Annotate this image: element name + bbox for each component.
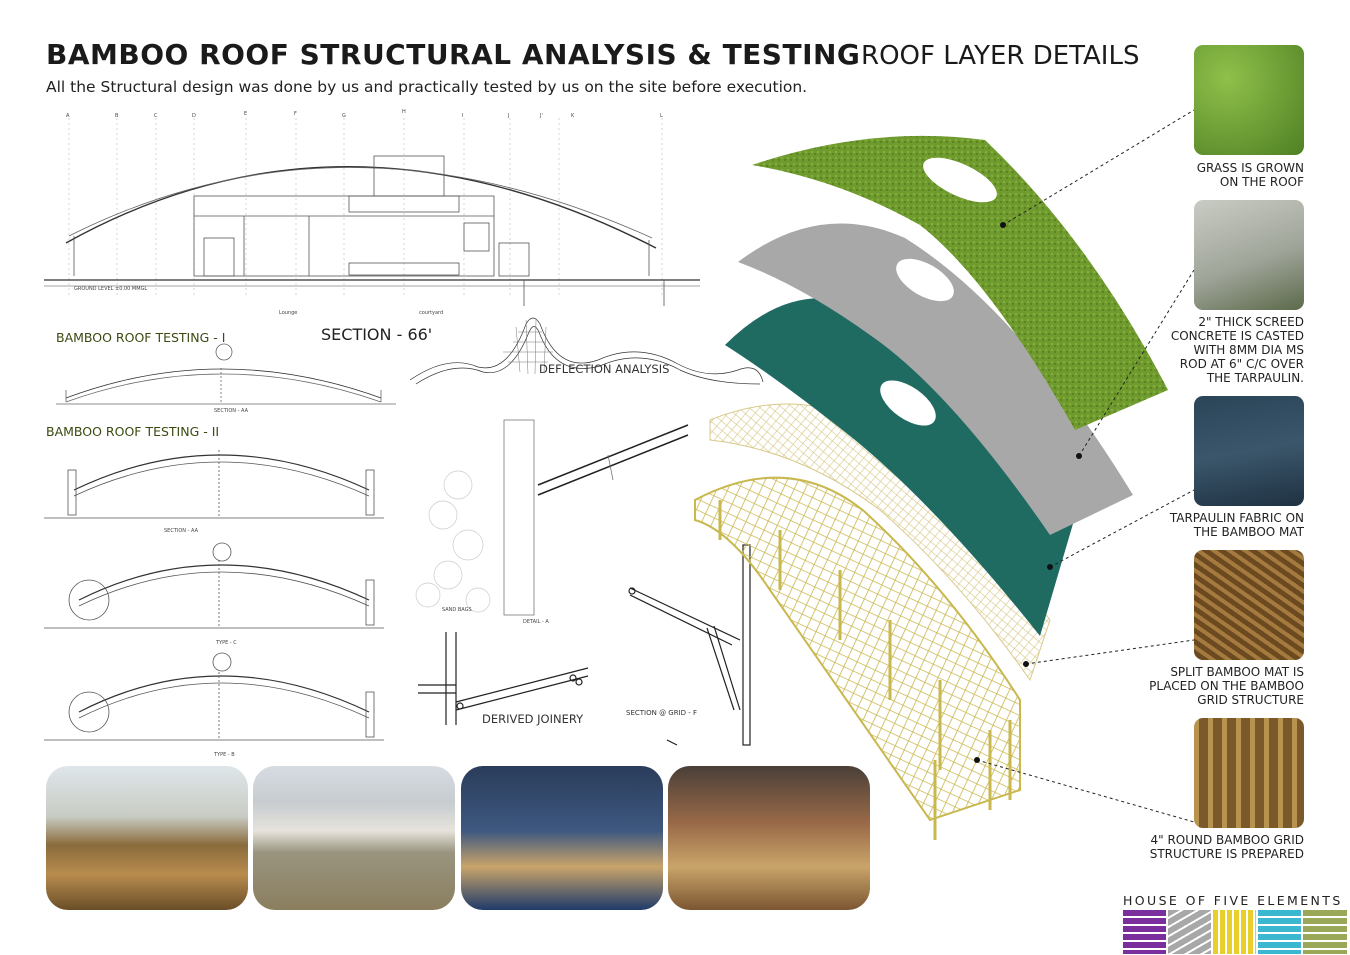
grid-letter: A — [66, 113, 70, 119]
grid-letter: J — [507, 113, 509, 119]
grass-layer — [752, 135, 1168, 430]
grid-letter: C — [154, 113, 158, 119]
bamboo-grid-photo — [1194, 718, 1304, 828]
sand-bags-label: SAND BAGS — [442, 607, 472, 613]
grid-letter: L — [660, 113, 663, 119]
ground-level-label: GROUND LEVEL ±0.00 MMGL — [74, 286, 147, 292]
bamboo-mat-photo — [1194, 550, 1304, 660]
brand-name: HOUSE OF FIVE ELEMENTS — [1123, 893, 1343, 908]
grid-letter: F — [294, 111, 297, 117]
brand-swatch-green — [1303, 910, 1347, 954]
brand-swatch-yellow — [1213, 910, 1256, 954]
grass-photo — [1194, 45, 1304, 155]
grid-letter: E — [244, 111, 247, 117]
joinery-label: DERIVED JOINERY — [482, 712, 584, 726]
section-grid-label: SECTION @ GRID - F — [626, 709, 698, 717]
grid-letter: K — [571, 113, 575, 119]
site-photo-measurement — [668, 766, 870, 910]
section-aa-label: SECTION - AA — [214, 408, 249, 414]
screed-concrete-photo — [1194, 200, 1304, 310]
brand-swatch-grey — [1168, 910, 1211, 954]
grid-letter: G — [342, 113, 346, 119]
grid-letter: H — [402, 109, 406, 115]
testing-1-drawing: SECTION - AA — [56, 343, 396, 414]
site-photo-bamboo-frame — [46, 766, 248, 910]
type-c-label: TYPE - C — [215, 640, 237, 646]
section-label: SECTION - 66' — [321, 325, 433, 344]
exploded-roof-layers — [694, 135, 1168, 840]
courtyard-label: courtyard — [419, 310, 443, 316]
tarpaulin-photo — [1194, 396, 1304, 506]
detail-a-drawing: DETAIL - A SAND BAGS — [415, 419, 689, 625]
testing-1-label: BAMBOO ROOF TESTING - I — [56, 330, 226, 345]
deflection-analysis-mesh — [409, 317, 764, 385]
section-elevation-drawing: A B C D E F G H I J J' K L GROUND LEVEL … — [44, 109, 700, 316]
grid-letter: B — [115, 113, 119, 119]
page-subtitle: All the Structural design was done by us… — [46, 78, 808, 96]
page-title: BAMBOO ROOF STRUCTURAL ANALYSIS & TESTIN… — [46, 38, 861, 71]
grid-letter: I — [462, 113, 463, 119]
detail-a-label: DETAIL - A — [523, 619, 549, 625]
bamboo-grid-layer — [694, 476, 1021, 840]
grid-letter: J' — [539, 113, 543, 119]
testing-2-label: BAMBOO ROOF TESTING - II — [46, 424, 220, 439]
testing-2-drawings: SECTION - AA TYPE - C TYPE - B — [44, 450, 384, 758]
grid-letter: D — [192, 113, 196, 119]
deflection-label: DEFLECTION ANALYSIS — [539, 362, 670, 376]
type-b-label: TYPE - B — [213, 752, 235, 758]
site-photo-load-test — [461, 766, 663, 910]
section-grid-f-drawing — [628, 544, 751, 746]
lounge-label: Lounge — [279, 310, 297, 316]
section-aa-label-2: SECTION - AA — [164, 528, 199, 534]
derived-joinery-drawing — [418, 632, 589, 725]
brand-swatch-blue — [1258, 910, 1301, 954]
site-photo-sand-bags — [253, 766, 455, 910]
tarpaulin-layer — [725, 298, 1080, 636]
brand-swatch-purple — [1123, 910, 1166, 954]
roof-layer-title: ROOF LAYER DETAILS — [861, 41, 1140, 71]
screed-concrete-layer — [738, 223, 1133, 535]
